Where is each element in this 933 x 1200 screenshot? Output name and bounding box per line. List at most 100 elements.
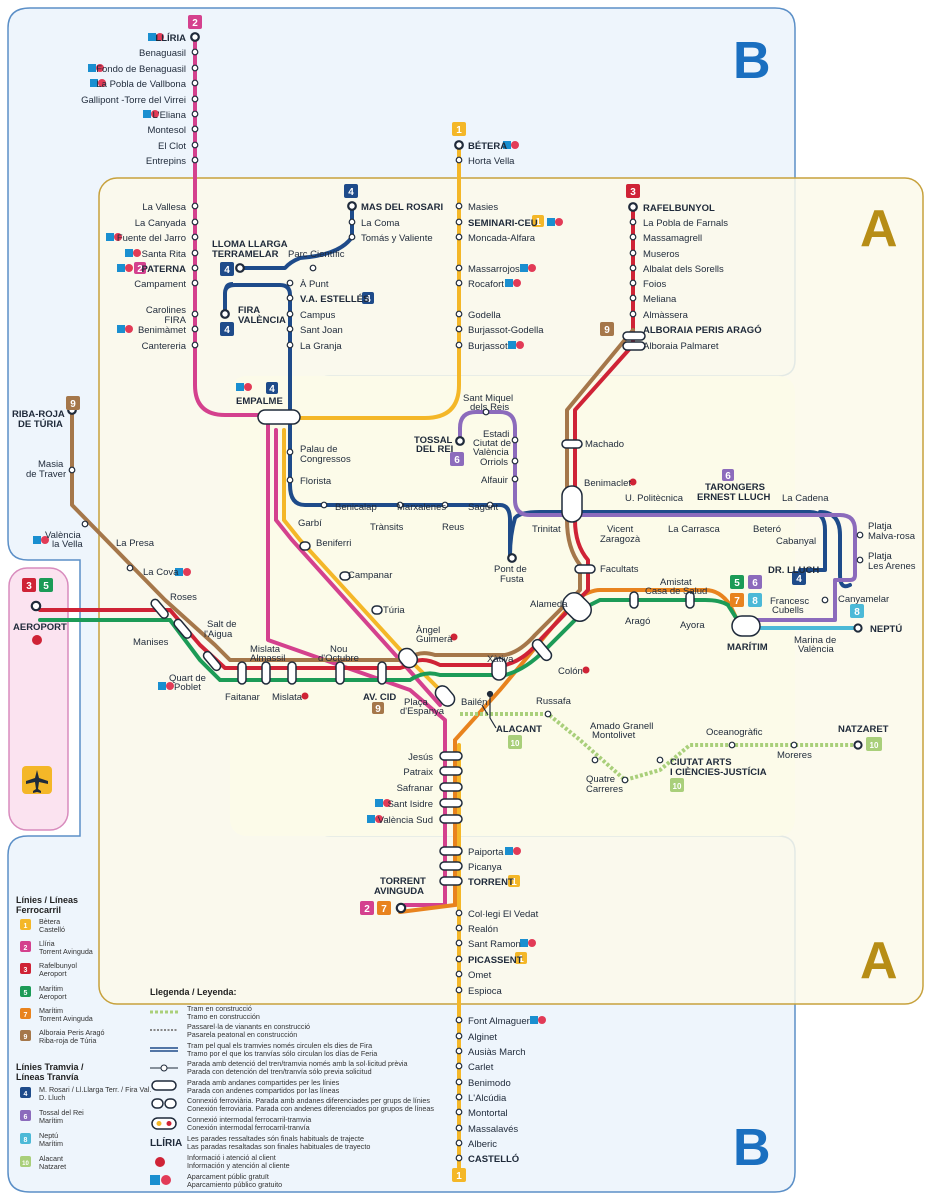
svg-text:Aeroport: Aeroport bbox=[39, 969, 67, 978]
svg-text:Ciutat de: Ciutat de bbox=[473, 438, 511, 449]
svg-text:7: 7 bbox=[24, 1012, 28, 1019]
svg-text:Beniferri: Beniferri bbox=[316, 538, 351, 549]
labels-south: Jesús Patraix Safranar Sant Isidre Valèn… bbox=[374, 752, 539, 1165]
svg-text:8: 8 bbox=[752, 596, 758, 607]
svg-text:Marítim: Marítim bbox=[39, 1139, 63, 1148]
svg-text:2: 2 bbox=[192, 18, 198, 29]
svg-text:Alfauir: Alfauir bbox=[481, 475, 508, 486]
svg-text:AEROPORT: AEROPORT bbox=[13, 622, 67, 633]
svg-text:Campanar: Campanar bbox=[348, 570, 392, 581]
legend-key: Llegenda / Leyenda: Tram en construccióT… bbox=[150, 987, 434, 1189]
svg-text:Burjassot: Burjassot bbox=[468, 341, 508, 352]
alacant-walk-icon bbox=[481, 690, 497, 729]
svg-text:1: 1 bbox=[518, 954, 524, 965]
svg-text:Mislata: Mislata bbox=[272, 692, 303, 703]
svg-text:Llegenda / Leyenda:: Llegenda / Leyenda: bbox=[150, 987, 237, 997]
svg-text:6: 6 bbox=[725, 471, 731, 482]
svg-text:4: 4 bbox=[224, 325, 230, 336]
svg-text:Fusta: Fusta bbox=[500, 574, 524, 585]
svg-text:10: 10 bbox=[673, 782, 682, 791]
interchange-capsules bbox=[150, 331, 761, 886]
airport-icon bbox=[22, 766, 52, 794]
svg-text:Font Almaguer: Font Almaguer bbox=[468, 1016, 530, 1027]
svg-text:6: 6 bbox=[24, 1114, 28, 1121]
svg-text:Bètera: Bètera bbox=[39, 917, 60, 926]
svg-text:SEMINARI-CEU: SEMINARI-CEU bbox=[468, 218, 538, 229]
svg-text:Gallipont -Torre del Virrei: Gallipont -Torre del Virrei bbox=[81, 95, 186, 106]
svg-text:La Cadena: La Cadena bbox=[782, 493, 829, 504]
svg-text:TOSSAL: TOSSAL bbox=[414, 435, 453, 446]
svg-text:Tramo por el que los tranvías: Tramo por el que los tranvías sólo circu… bbox=[187, 1049, 377, 1058]
svg-text:Ausiàs March: Ausiàs March bbox=[468, 1047, 526, 1058]
svg-text:Parada con andenes compartidos: Parada con andenes compartidos por las l… bbox=[187, 1086, 340, 1095]
svg-text:I CIÈNCIES-JUSTÍCIA: I CIÈNCIES-JUSTÍCIA bbox=[670, 767, 767, 778]
svg-text:4: 4 bbox=[796, 574, 802, 585]
svg-text:EMPALME: EMPALME bbox=[236, 396, 283, 407]
svg-text:Aeroport: Aeroport bbox=[39, 992, 67, 1001]
svg-text:Les Arenes: Les Arenes bbox=[868, 561, 916, 572]
svg-text:NEPTÚ: NEPTÚ bbox=[870, 623, 902, 635]
svg-text:LLOMA LLARGA: LLOMA LLARGA bbox=[212, 239, 288, 250]
svg-text:Aparcamiento público gratuito: Aparcamiento público gratuito bbox=[187, 1180, 282, 1189]
svg-text:Pasarela peatonal en construcc: Pasarela peatonal en construcción bbox=[187, 1030, 297, 1039]
svg-text:V.A. ESTELLÉS: V.A. ESTELLÉS bbox=[300, 294, 369, 305]
svg-text:Orriols: Orriols bbox=[480, 457, 508, 468]
svg-text:El Clot: El Clot bbox=[158, 141, 186, 152]
svg-text:Parc Científic: Parc Científic bbox=[288, 249, 345, 260]
svg-text:Conexión ferroviaria. Parada c: Conexión ferroviaria. Parada con andenes… bbox=[187, 1104, 434, 1113]
svg-text:Roses: Roses bbox=[170, 592, 197, 603]
svg-text:Moreres: Moreres bbox=[777, 750, 812, 761]
svg-text:Sant Isidre: Sant Isidre bbox=[388, 799, 433, 810]
svg-text:Torrent Avinguda: Torrent Avinguda bbox=[39, 1014, 93, 1023]
svg-text:VALÈNCIA: VALÈNCIA bbox=[238, 315, 286, 326]
svg-text:9: 9 bbox=[604, 325, 610, 336]
svg-text:Marxalenes: Marxalenes bbox=[397, 502, 446, 513]
svg-text:València: València bbox=[798, 644, 834, 655]
svg-text:Alberic: Alberic bbox=[468, 1139, 497, 1150]
svg-text:8: 8 bbox=[854, 607, 860, 618]
zone-b-label-bottom: B bbox=[733, 1119, 771, 1177]
svg-text:ALBORAIA PERIS ARAGÓ: ALBORAIA PERIS ARAGÓ bbox=[643, 324, 762, 336]
svg-text:Tram pel qual els tramvies nom: Tram pel qual els tramvies només circule… bbox=[187, 1041, 372, 1050]
line-2-lliria bbox=[193, 36, 447, 907]
svg-text:València: València bbox=[45, 530, 81, 541]
svg-text:Conexión intermodal ferrocarri: Conexión intermodal ferrocarril-tranvía bbox=[187, 1123, 310, 1132]
svg-text:Trànsits: Trànsits bbox=[370, 522, 404, 533]
svg-text:1: 1 bbox=[24, 923, 28, 930]
line-6-tram bbox=[458, 410, 857, 622]
svg-text:Alboraia Peris Aragó: Alboraia Peris Aragó bbox=[39, 1028, 105, 1037]
svg-text:Burjassot-Godella: Burjassot-Godella bbox=[468, 325, 544, 336]
svg-text:Almassil: Almassil bbox=[250, 653, 285, 664]
svg-text:ALACANT: ALACANT bbox=[496, 724, 542, 735]
svg-text:La Coma: La Coma bbox=[361, 218, 400, 229]
svg-text:Parada amb detenció del tren/t: Parada amb detenció del tren/tramvia nom… bbox=[187, 1059, 408, 1068]
svg-text:Las paradas resaltadas son fin: Las paradas resaltadas son finales habit… bbox=[187, 1142, 370, 1151]
svg-text:Machado: Machado bbox=[585, 439, 624, 450]
svg-text:2: 2 bbox=[137, 264, 143, 275]
svg-text:Alginet: Alginet bbox=[468, 1032, 497, 1043]
svg-text:LLÍRIA: LLÍRIA bbox=[150, 1136, 182, 1149]
svg-text:Fuente del Jarro: Fuente del Jarro bbox=[117, 233, 186, 244]
labels-line-6: Sant Miquel dels Reis TOSSAL DEL REI Est… bbox=[414, 393, 513, 486]
svg-text:M. Rosari / Ll.Llarga Terr. /: M. Rosari / Ll.Llarga Terr. / Fira Val. bbox=[39, 1085, 151, 1094]
svg-text:Sant Miquel: Sant Miquel bbox=[463, 393, 513, 404]
svg-text:Quart de: Quart de bbox=[169, 673, 206, 684]
svg-text:Trinitat: Trinitat bbox=[532, 524, 561, 535]
svg-text:U. Politècnica: U. Politècnica bbox=[625, 493, 684, 504]
svg-text:1: 1 bbox=[456, 125, 462, 136]
labels-west: RIBA-ROJA DE TÚRIA Masia de Traver Valèn… bbox=[12, 409, 237, 693]
svg-text:Oceanogràfic: Oceanogràfic bbox=[706, 727, 763, 738]
svg-text:Espioca: Espioca bbox=[468, 986, 503, 997]
svg-text:TARONGERS: TARONGERS bbox=[705, 482, 765, 493]
svg-text:AVINGUDA: AVINGUDA bbox=[374, 886, 424, 897]
svg-text:Neptú: Neptú bbox=[39, 1131, 58, 1140]
line-5-maritim bbox=[38, 598, 742, 682]
labels-line-3: RAFELBUNYOL La Pobla de Farnals Massamag… bbox=[584, 203, 762, 489]
svg-text:MARÍTIM: MARÍTIM bbox=[727, 642, 768, 653]
stop-dots bbox=[68, 48, 864, 1162]
svg-text:TORRENT: TORRENT bbox=[380, 876, 426, 887]
svg-text:2: 2 bbox=[364, 904, 370, 915]
svg-text:Sagunt: Sagunt bbox=[468, 502, 498, 513]
svg-text:1: 1 bbox=[511, 877, 517, 888]
